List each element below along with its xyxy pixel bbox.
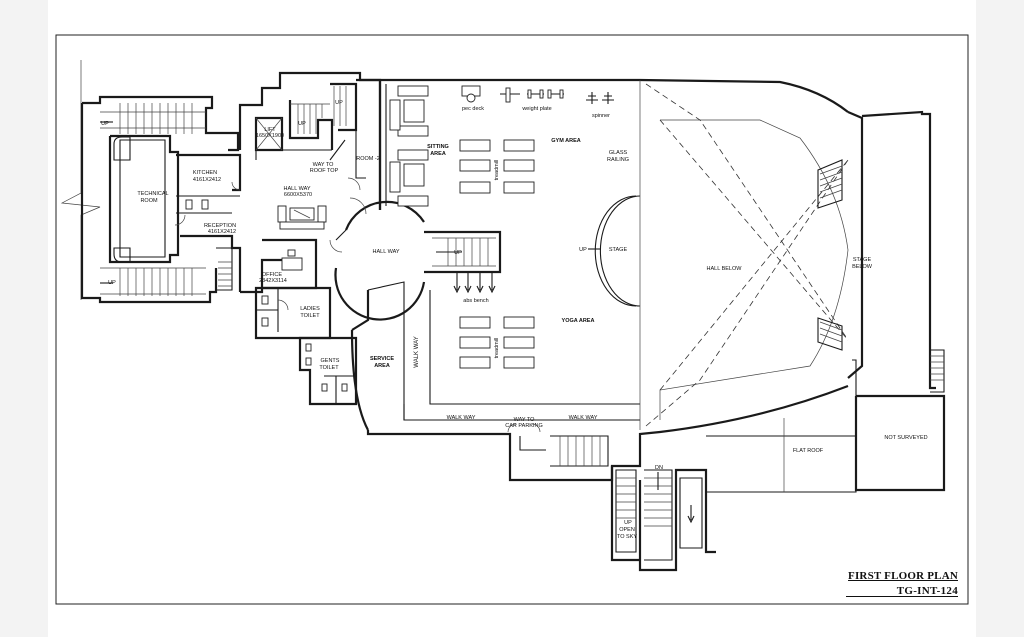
svg-text:UP: UP — [298, 121, 306, 127]
plan-title: FIRST FLOOR PLAN — [848, 570, 958, 582]
walk-way-left-label: WALK WAY — [447, 415, 476, 421]
lift-label: LIFT — [264, 127, 276, 133]
way-to-parking-label-2: CAR PARKING — [505, 423, 543, 429]
svg-text:UP: UP — [101, 121, 109, 127]
title-rule — [846, 596, 958, 597]
glass-railing-label-2: RAILING — [607, 157, 629, 163]
kitchen-label: KITCHEN — [193, 170, 217, 176]
drawing-border — [55, 34, 969, 605]
treadmill-bottom-label: treadmill — [494, 338, 500, 359]
kitchen-dims: 4161X2412 — [193, 177, 221, 183]
open-to-sky-label-2: TO SKY — [617, 534, 637, 540]
room-2-label: ROOM -2 — [356, 156, 380, 162]
way-to-parking-label-1: WAY TO — [514, 417, 536, 423]
gym-area-label: GYM AREA — [551, 138, 580, 144]
gents-toilet-label-1: GENTS — [321, 358, 340, 364]
svg-text:UP: UP — [454, 250, 462, 256]
ladies-toilet-label-2: TOILET — [300, 313, 320, 319]
left-stair-block — [80, 95, 240, 304]
gents-toilet-label-2: TOILET — [319, 365, 339, 371]
stage-below-label-1: STAGE — [853, 257, 872, 263]
svg-text:UP: UP — [108, 280, 116, 286]
yoga-area-label: YOGA AREA — [562, 318, 595, 324]
title-block: FIRST FLOOR PLAN TG-INT-124 — [846, 570, 958, 597]
pec-deck — [461, 85, 481, 103]
glass-railing-label-1: GLASS — [609, 150, 628, 156]
walk-way-right-label: WALK WAY — [569, 415, 598, 421]
technical-room-label-2: ROOM — [140, 198, 158, 204]
weight-plate-label: weight plate — [521, 106, 551, 112]
drawing-number: TG-INT-124 — [896, 585, 958, 597]
treadmill-top-label: treadmill — [494, 160, 500, 181]
flat-roof-label: FLAT ROOF — [793, 448, 824, 454]
walk-way-vertical-label: WALK WAY — [414, 336, 420, 367]
not-surveyed-label: NOT SURVEYED — [884, 435, 927, 441]
office-label: OFFICE — [262, 272, 282, 278]
way-to-roof-label-2: ROOF TOP — [310, 168, 339, 174]
service-area-label-1: SERVICE — [370, 356, 394, 362]
hallway-main-dims: 6600X5370 — [284, 192, 312, 198]
ladies-toilet-label-1: LADIES — [300, 306, 320, 312]
svg-text:UP: UP — [624, 520, 632, 526]
hallway-circle-label: HALL WAY — [373, 249, 400, 255]
reception-label: RECEPTION — [204, 223, 236, 229]
svg-text:UP: UP — [335, 100, 343, 106]
open-to-sky-label-1: OPEN — [619, 527, 635, 533]
office-dims: 2342X3114 — [259, 278, 287, 284]
weight-plate-rack — [500, 87, 564, 103]
pec-deck-label: pec deck — [462, 106, 484, 112]
sitting-area-furniture — [389, 85, 429, 207]
stage-below-label-2: BELOW — [852, 264, 873, 270]
sitting-area-label-1: SITTING — [427, 144, 449, 150]
treadmills-bottom — [459, 316, 535, 369]
spinner-bikes — [586, 92, 614, 104]
technical-room-label-1: TECHNICAL — [137, 191, 168, 197]
treadmills-top — [459, 139, 535, 194]
abs-bench-label: abs bench — [463, 298, 488, 304]
service-area-label-2: AREA — [374, 363, 390, 369]
spinner-label: spinner — [592, 113, 610, 119]
lift-dims: 1650X1900 — [256, 133, 284, 139]
stage-label: STAGE — [609, 247, 628, 253]
sitting-area-label-2: AREA — [430, 151, 446, 157]
way-to-roof-label-1: WAY TO — [313, 162, 335, 168]
svg-text:DN: DN — [655, 465, 663, 471]
hallway-main-label: HALL WAY — [284, 186, 311, 192]
reception-dims: 4161X2412 — [208, 229, 236, 235]
abs-benches — [453, 272, 496, 294]
svg-text:UP: UP — [579, 247, 587, 253]
hall-below-label: HALL BELOW — [707, 266, 743, 272]
